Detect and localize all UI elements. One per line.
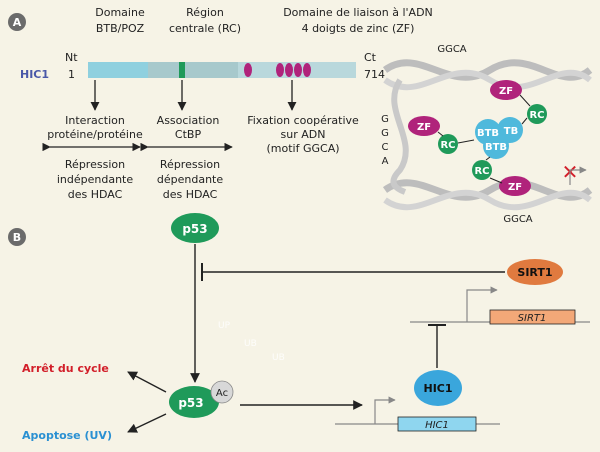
dna-top-label: GGCA	[437, 44, 466, 55]
zf-node-label: ZF	[508, 182, 522, 193]
btb-domain-node	[483, 133, 509, 159]
btb-function-line2: protéine/protéine	[47, 128, 143, 141]
dna-side-letter: A	[382, 156, 389, 167]
header-btb-line2: BTB/POZ	[96, 22, 145, 35]
dna-side-letter: C	[382, 142, 389, 153]
faint-label: UP	[218, 321, 231, 331]
dna-bottom-label: GGCA	[503, 214, 532, 225]
tb-node-label: TB	[504, 126, 518, 137]
connector-line	[519, 94, 531, 107]
rc-node	[527, 104, 547, 124]
header-zf-line1: Domaine de liaison à l'ADN	[283, 6, 433, 19]
sirt1-promoter-arrow	[466, 286, 498, 322]
faint-label: UB	[244, 339, 257, 349]
zf-node-label: ZF	[499, 86, 513, 97]
zinc-finger-motif	[285, 63, 293, 77]
p53-label-bottom: p53	[178, 396, 203, 410]
faint-label: UB	[272, 353, 285, 363]
zinc-finger-motif	[294, 63, 302, 77]
btb-node-label: BTB	[477, 128, 499, 139]
dependent-line3: des HDAC	[163, 188, 218, 201]
header-rc-line1: Région	[186, 6, 224, 19]
p53-label-top: p53	[182, 222, 207, 236]
zinc-finger-motif	[276, 63, 284, 77]
zf-node	[490, 80, 522, 100]
acetyl-group	[210, 380, 234, 404]
rc-node-label: RC	[474, 166, 489, 177]
dna-side-letter: G	[381, 114, 389, 125]
btb-domain-bar	[88, 62, 148, 78]
end-position: 714	[364, 68, 385, 81]
independent-line1: Répression	[65, 158, 125, 171]
zf-node-label: ZF	[417, 122, 431, 133]
c-term-label: Ct	[364, 51, 377, 64]
header-rc-line2: centrale (RC)	[169, 22, 241, 35]
zf-node	[499, 176, 531, 196]
p53-node-top	[171, 213, 219, 243]
sirt1-node	[507, 259, 563, 285]
dna-loop	[390, 78, 409, 195]
dna-schematic: GGCA GGCA G G C A BTB TB BTB RC RC RC ZF…	[381, 44, 593, 225]
zf-function-line1: Fixation coopérative	[247, 114, 359, 127]
rc-node-label: RC	[440, 140, 455, 151]
rc-node	[438, 134, 458, 154]
protein-name: HIC1	[20, 68, 49, 81]
hic1-label: HIC1	[423, 382, 452, 395]
apoptosis-arrow	[127, 413, 167, 433]
rc-function-line2: CtBP	[175, 128, 202, 141]
zf-node	[408, 116, 440, 136]
zf-function-line3: (motif GGCA)	[266, 142, 339, 155]
rc-function-line1: Association	[157, 114, 220, 127]
independent-line2: indépendante	[57, 173, 134, 186]
independent-line3: des HDAC	[68, 188, 123, 201]
connector-line	[437, 131, 444, 137]
sirt1-gene-box	[489, 309, 576, 325]
start-position: 1	[68, 68, 75, 81]
connector-line	[485, 156, 491, 161]
dna-strand-bottom	[383, 189, 592, 211]
rc-node	[472, 160, 492, 180]
btb-function-line1: Interaction	[65, 114, 125, 127]
n-term-label: Nt	[65, 51, 78, 64]
zf-function-line2: sur ADN	[281, 128, 326, 141]
panel-a: A Domaine BTB/POZ Région centrale (RC) D…	[8, 6, 593, 225]
ctbp-motif	[179, 62, 185, 78]
hic1-gene-label: HIC1	[425, 420, 449, 431]
sirt1-label: SIRT1	[517, 266, 552, 279]
hic1-gene-box	[397, 416, 477, 432]
header-zf-line2: 4 doigts de zinc (ZF)	[302, 22, 415, 35]
central-region-bar	[148, 62, 238, 78]
panel-a-label: A	[13, 16, 22, 29]
hic1-promoter-arrow	[374, 396, 396, 424]
rc-node-label: RC	[529, 110, 544, 121]
p53-node-acetylated	[169, 386, 219, 418]
panel-b: B p53 SIRT1 SIRT1 HIC1 HIC1 UP UB	[8, 213, 590, 442]
connector-line	[521, 117, 528, 125]
connector-line	[457, 139, 475, 144]
connector-line	[489, 177, 503, 184]
hic1-node	[414, 370, 462, 406]
sirt1-gene-label: SIRT1	[518, 313, 547, 324]
dna-side-letter: G	[381, 128, 389, 139]
zinc-finger-motif	[244, 63, 252, 77]
cycle-arrest-label: Arrêt du cycle	[22, 362, 109, 375]
panel-b-label: B	[13, 231, 21, 244]
zinc-finger-motif	[303, 63, 311, 77]
btb-node-label: BTB	[485, 142, 507, 153]
cycle-arrest-arrow	[127, 371, 167, 393]
panel-a-badge	[8, 13, 26, 31]
dna-strand-top	[383, 69, 592, 91]
apoptosis-label: Apoptose (UV)	[22, 429, 112, 442]
acetyl-label: Ac	[216, 388, 228, 399]
header-btb-line1: Domaine	[95, 6, 145, 19]
panel-b-badge	[8, 228, 26, 246]
dependent-line1: Répression	[160, 158, 220, 171]
promoter-arrow	[569, 166, 587, 185]
dependent-line2: dépendante	[157, 173, 223, 186]
